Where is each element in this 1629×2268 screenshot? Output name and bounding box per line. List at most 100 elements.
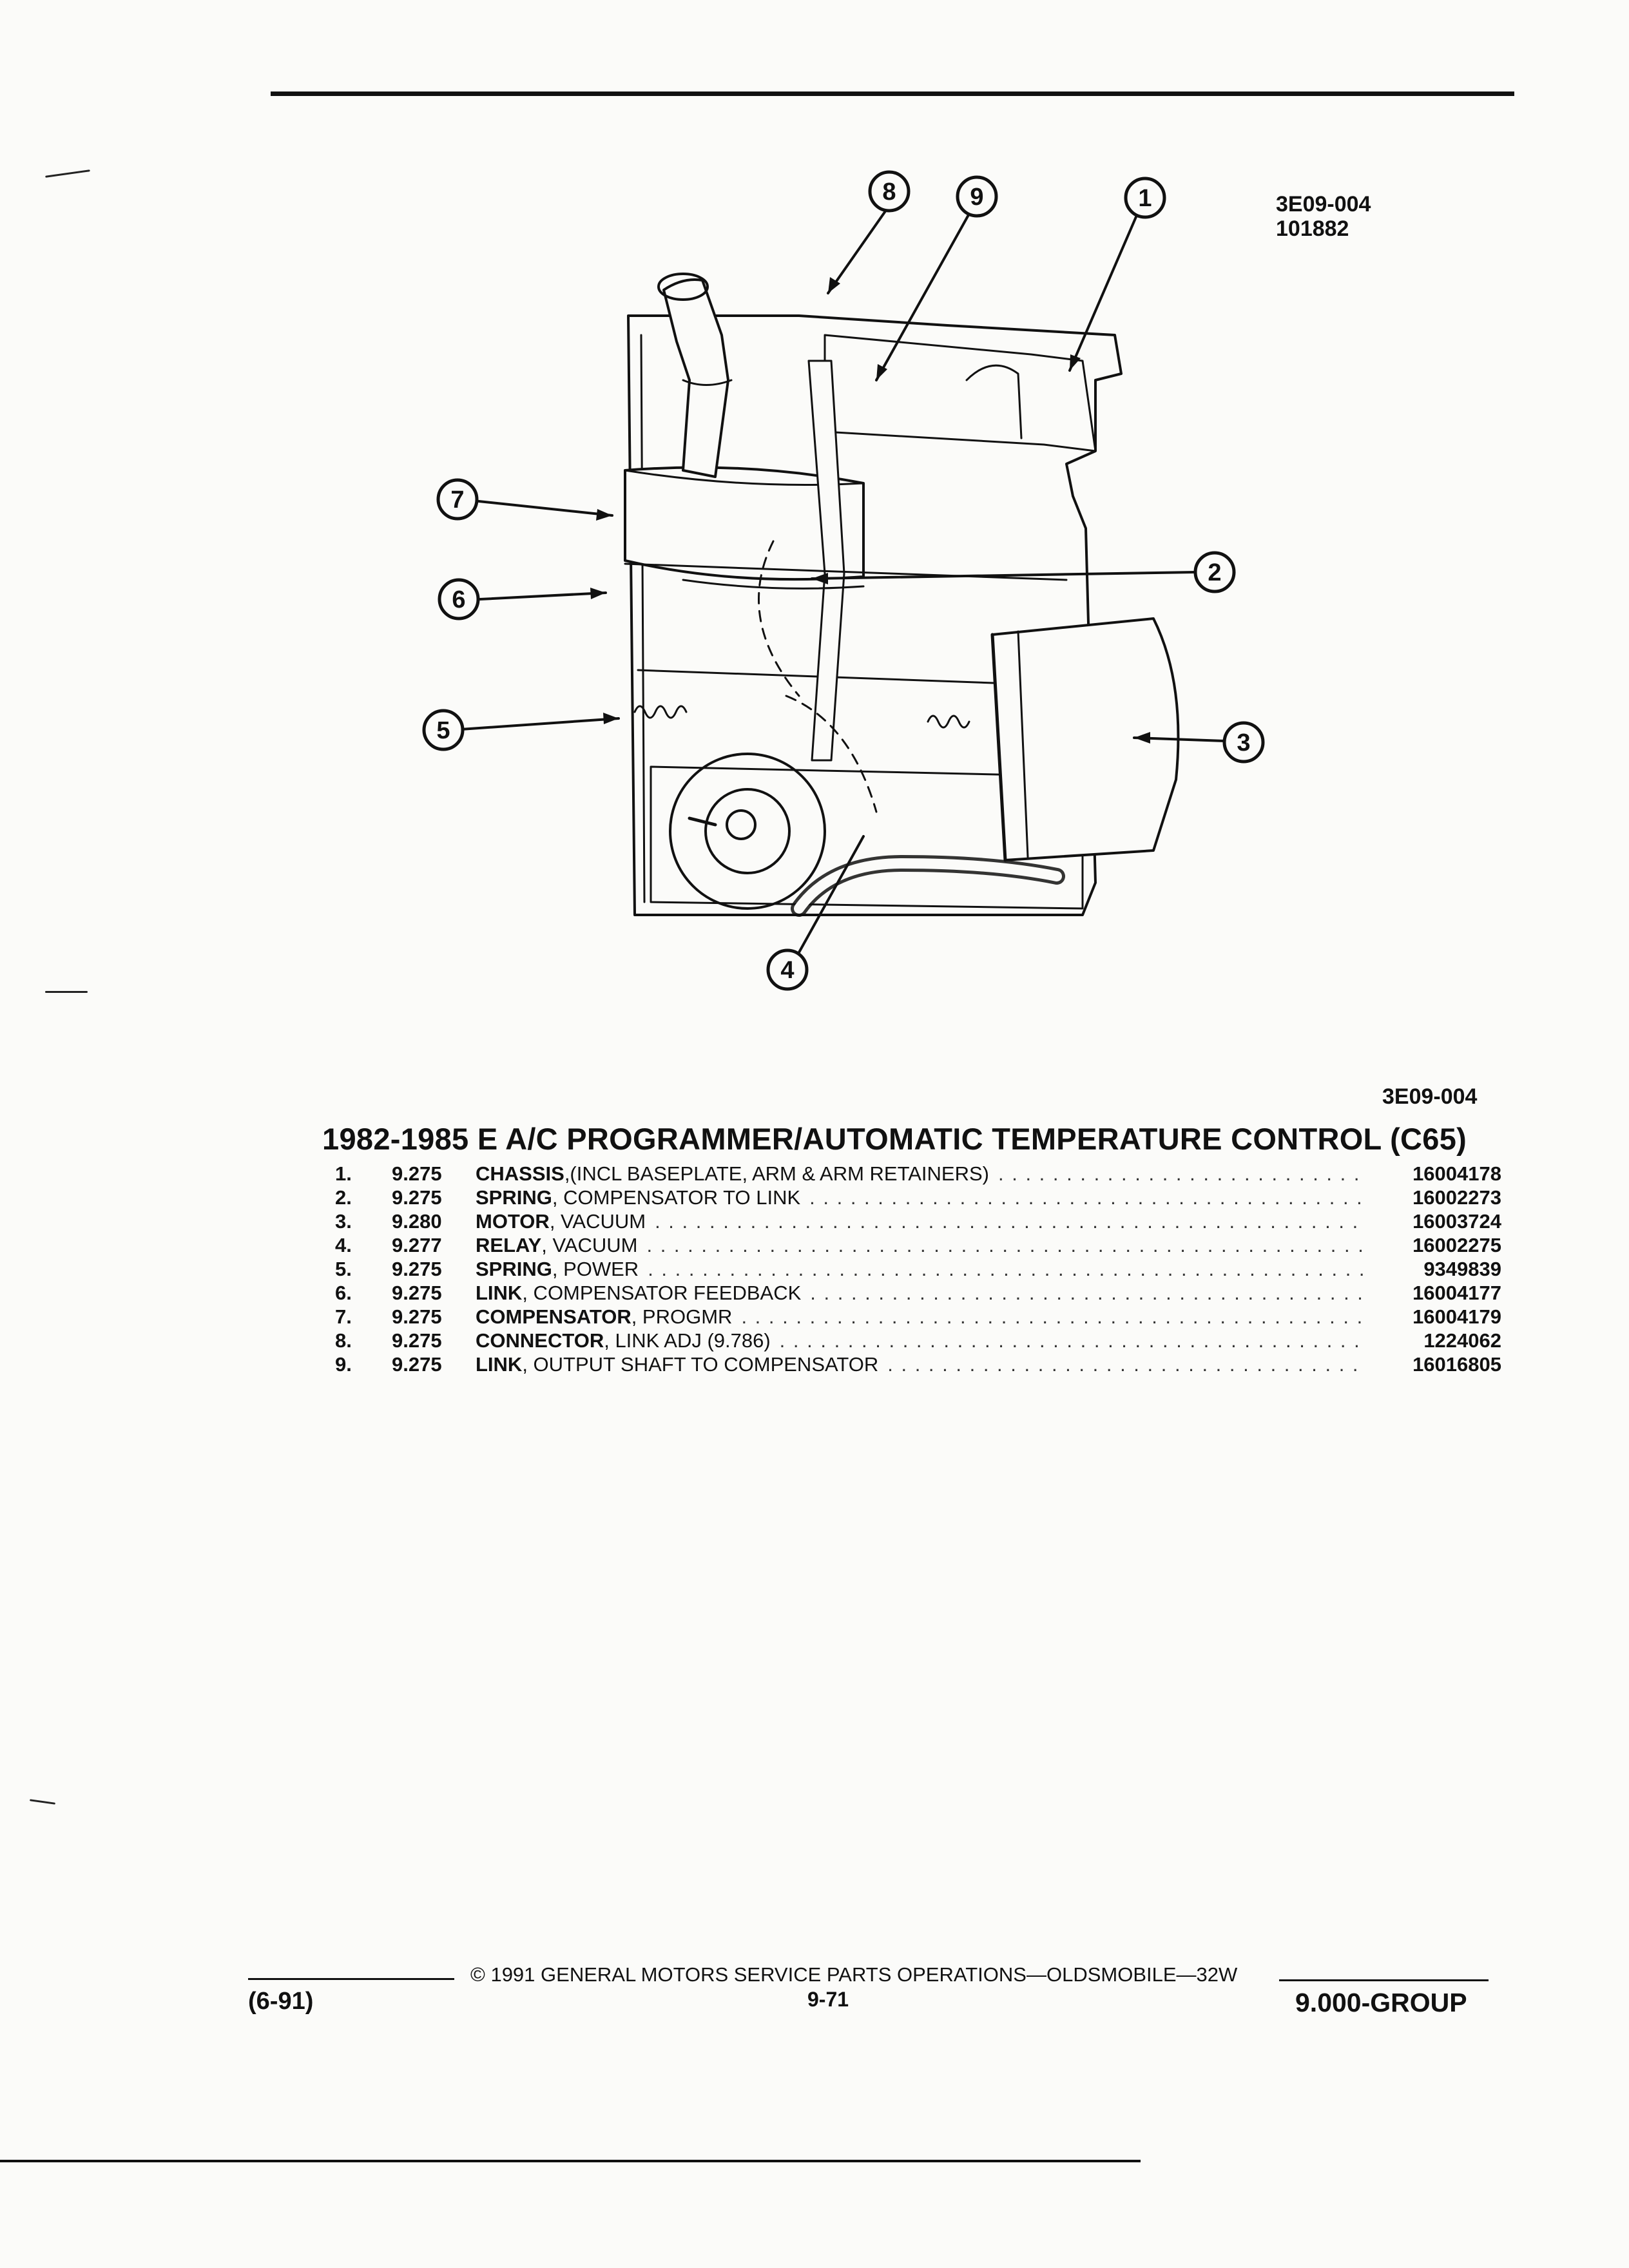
callout-label-8: 8 (882, 178, 896, 206)
part-number: 9349839 (1423, 1258, 1501, 1280)
part-number: 1224062 (1423, 1329, 1501, 1352)
callout-label-5: 5 (436, 717, 450, 744)
parts-list-title: 1982-1985 E A/C PROGRAMMER/AUTOMATIC TEM… (322, 1122, 1467, 1156)
group-number: 9.275 (392, 1282, 442, 1304)
item-number: 1. (335, 1162, 352, 1185)
part-detail: ,(INCL BASEPLATE, ARM & ARM RETAINERS) (564, 1162, 989, 1185)
group-number: 9.277 (392, 1234, 442, 1256)
item-number: 2. (335, 1186, 352, 1209)
parts-row: 9. 9.275 LINK , OUTPUT SHAFT TO COMPENSA… (335, 1352, 1501, 1376)
item-number: 5. (335, 1258, 352, 1280)
callout-label-4: 4 (780, 957, 794, 984)
leader-dots (780, 1329, 1366, 1352)
leader-dots (998, 1162, 1366, 1186)
item-number: 9. (335, 1353, 352, 1376)
callout-4: 4 (766, 948, 809, 991)
parts-row: 4. 9.277 RELAY , VACUUM 16002275 (335, 1233, 1501, 1257)
callout-3: 3 (1222, 721, 1265, 764)
part-number: 16004178 (1412, 1162, 1501, 1185)
part-detail: , COMPENSATOR TO LINK (552, 1186, 801, 1209)
item-number: 6. (335, 1282, 352, 1304)
group-number: 9.275 (392, 1186, 442, 1209)
part-detail: , OUTPUT SHAFT TO COMPENSATOR (522, 1353, 879, 1376)
group-number: 9.275 (392, 1329, 442, 1352)
scan-mark (29, 1799, 56, 1805)
part-name: SPRING (476, 1258, 552, 1280)
part-number: 16002275 (1412, 1234, 1501, 1256)
leader-dots (648, 1257, 1366, 1281)
part-description: SPRING , POWER (476, 1257, 1366, 1281)
callout-label-2: 2 (1208, 559, 1221, 586)
leader-dots (809, 1186, 1366, 1209)
parts-row: 2. 9.275 SPRING , COMPENSATOR TO LINK 16… (335, 1186, 1501, 1209)
part-name: SPRING (476, 1186, 552, 1209)
leader-dots (655, 1209, 1366, 1233)
part-detail: , VACUUM (549, 1210, 646, 1233)
footer-group: 9.000-GROUP (1295, 1988, 1467, 2017)
leader-dots (810, 1281, 1366, 1305)
illustration-ref-code: 3E09-004 (1276, 192, 1371, 216)
part-description: COMPENSATOR , PROGMR (476, 1305, 1366, 1329)
part-name: LINK (476, 1353, 523, 1376)
part-name: RELAY (476, 1234, 542, 1256)
scan-mark (45, 991, 88, 993)
parts-row: 1. 9.275 CHASSIS ,(INCL BASEPLATE, ARM &… (335, 1162, 1501, 1186)
part-detail: , POWER (552, 1258, 639, 1280)
group-number: 9.275 (392, 1353, 442, 1376)
part-description: SPRING , COMPENSATOR TO LINK (476, 1186, 1366, 1209)
leader-dots (646, 1233, 1366, 1257)
part-description: MOTOR , VACUUM (476, 1209, 1366, 1233)
item-number: 3. (335, 1210, 352, 1233)
illustration-reference: 3E09-004 101882 (1276, 192, 1371, 241)
part-description: CHASSIS ,(INCL BASEPLATE, ARM & ARM RETA… (476, 1162, 1366, 1186)
callout-label-1: 1 (1138, 185, 1152, 212)
footer-rule-left (248, 1978, 454, 1980)
caption-reference: 3E09-004 (1382, 1084, 1478, 1109)
part-number: 16004179 (1412, 1305, 1501, 1328)
callout-6: 6 (438, 578, 480, 620)
scan-mark (45, 169, 90, 178)
part-detail: , COMPENSATOR FEEDBACK (522, 1282, 802, 1304)
callout-9: 9 (956, 175, 998, 218)
part-number: 16016805 (1412, 1353, 1501, 1376)
callout-7: 7 (436, 478, 479, 521)
part-name: COMPENSATOR (476, 1305, 631, 1328)
parts-list: 1. 9.275 CHASSIS ,(INCL BASEPLATE, ARM &… (335, 1162, 1501, 1376)
programmer-illustration: 8 9 1 7 2 6 5 3 (412, 168, 1315, 1005)
top-rule (271, 91, 1514, 96)
leader-dots (741, 1305, 1366, 1329)
callout-label-3: 3 (1237, 729, 1250, 756)
part-number: 16003724 (1412, 1210, 1501, 1233)
parts-row: 3. 9.280 MOTOR , VACUUM 16003724 (335, 1209, 1501, 1233)
bottom-rule (0, 2160, 1141, 2162)
part-description: LINK , COMPENSATOR FEEDBACK (476, 1281, 1366, 1305)
part-name: MOTOR (476, 1210, 550, 1233)
part-detail: , LINK ADJ (9.786) (604, 1329, 771, 1352)
callout-2: 2 (1193, 551, 1236, 593)
part-description: RELAY , VACUUM (476, 1233, 1366, 1257)
illustration-date-code: 101882 (1276, 216, 1349, 241)
footer-date: (6-91) (248, 1988, 314, 2015)
part-detail: , VACUUM (541, 1234, 638, 1256)
group-number: 9.275 (392, 1305, 442, 1328)
part-number: 16004177 (1412, 1282, 1501, 1304)
footer-copyright: © 1991 GENERAL MOTORS SERVICE PARTS OPER… (470, 1963, 1238, 1986)
item-number: 8. (335, 1329, 352, 1352)
group-number: 9.275 (392, 1162, 442, 1185)
callout-1: 1 (1124, 177, 1166, 219)
parts-row: 7. 9.275 COMPENSATOR , PROGMR 16004179 (335, 1305, 1501, 1329)
part-name: CONNECTOR (476, 1329, 604, 1352)
part-description: CONNECTOR , LINK ADJ (9.786) (476, 1329, 1366, 1352)
part-number: 16002273 (1412, 1186, 1501, 1209)
group-number: 9.280 (392, 1210, 442, 1233)
leader-dots (887, 1352, 1366, 1376)
parts-row: 5. 9.275 SPRING , POWER 9349839 (335, 1257, 1501, 1281)
callout-5: 5 (422, 709, 465, 751)
footer-page-number: 9-71 (807, 1988, 849, 2011)
item-number: 7. (335, 1305, 352, 1328)
callout-label-6: 6 (452, 586, 465, 613)
programmer-assembly-drawing: 8 9 1 7 2 6 5 3 (422, 170, 1265, 991)
part-name: CHASSIS (476, 1162, 564, 1185)
parts-row: 6. 9.275 LINK , COMPENSATOR FEEDBACK 160… (335, 1281, 1501, 1305)
callout-8: 8 (868, 170, 911, 213)
